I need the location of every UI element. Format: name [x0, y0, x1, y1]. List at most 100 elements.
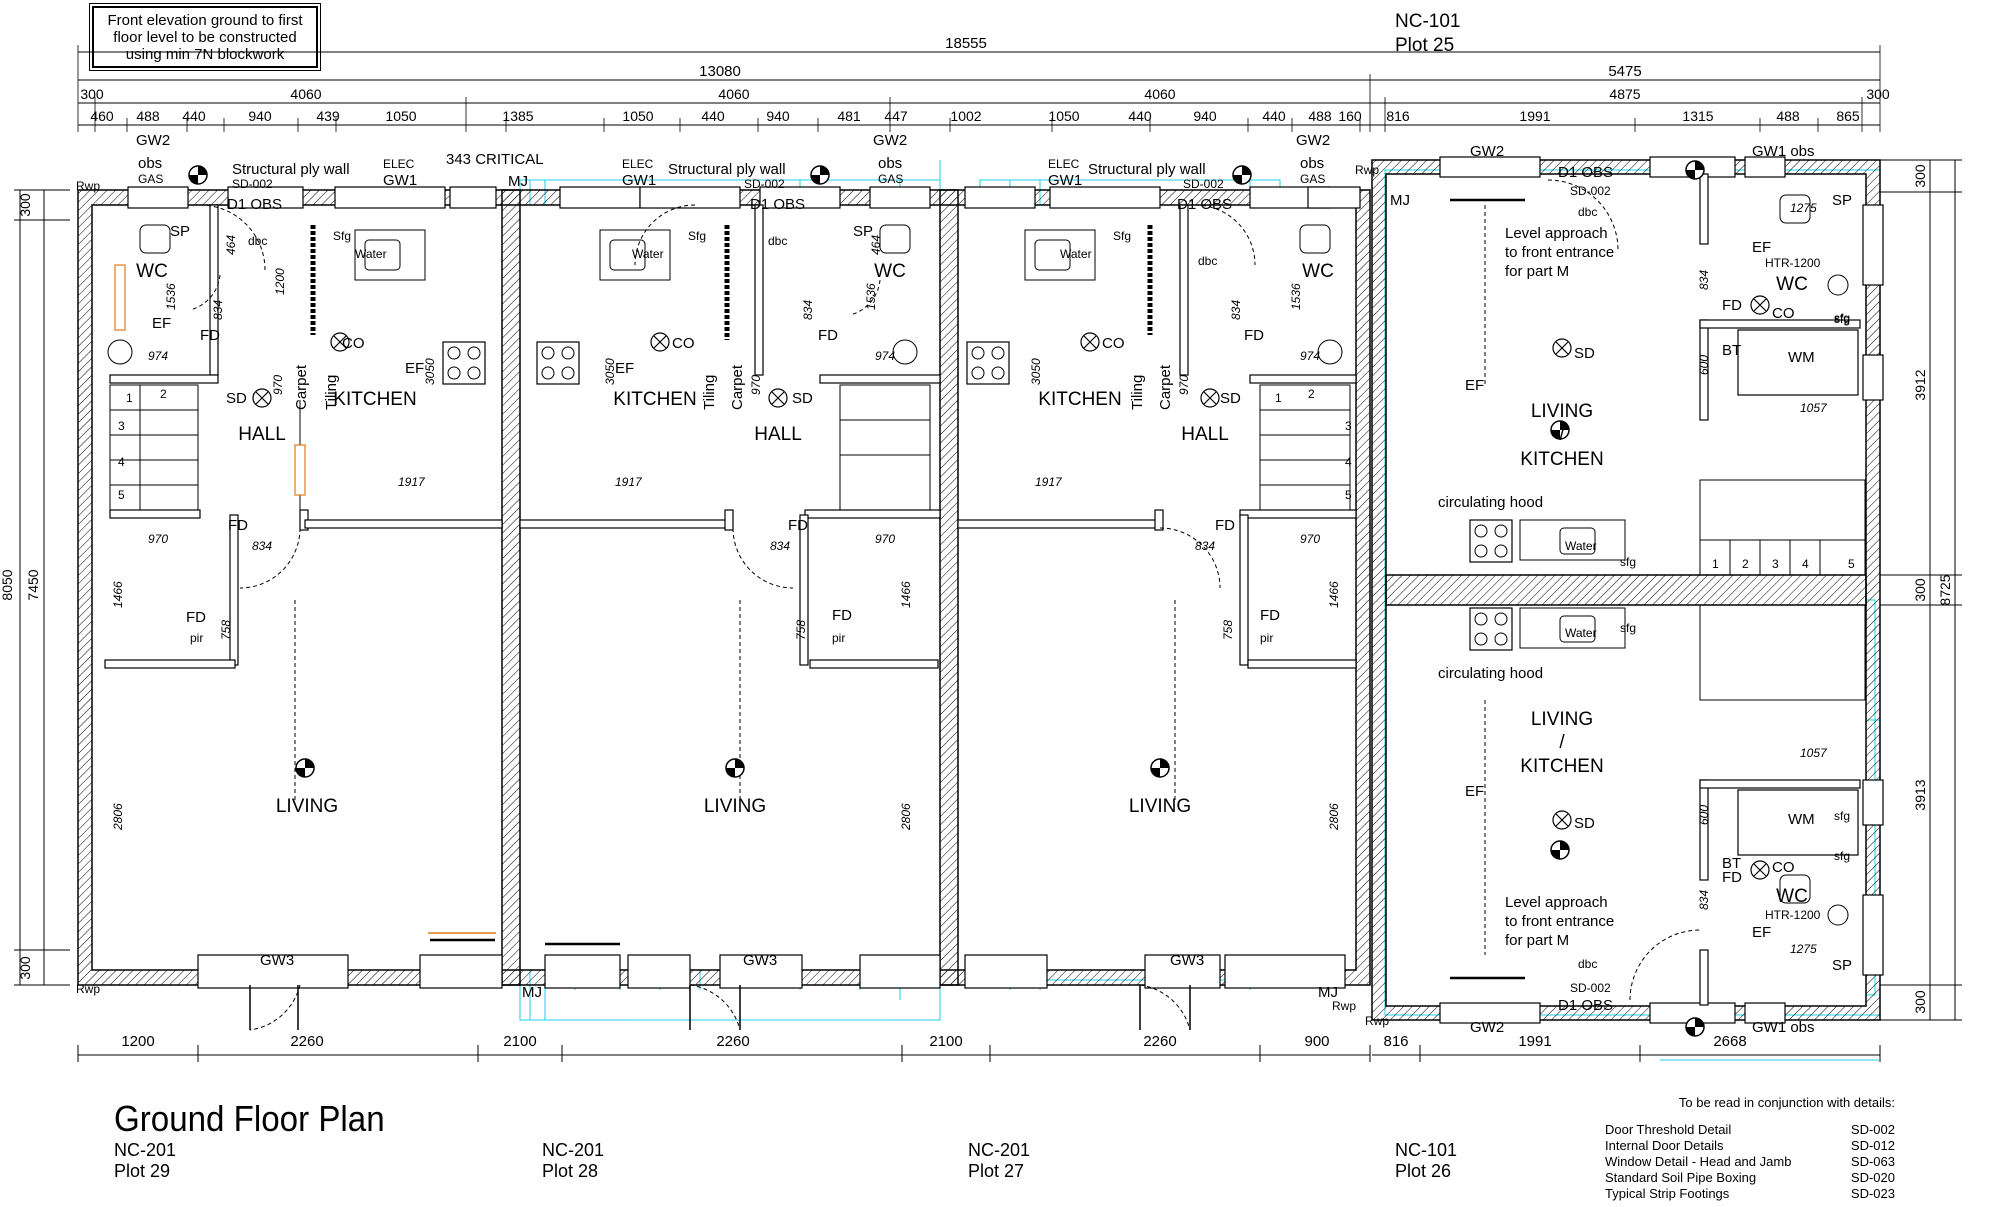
stair-number: 3 [118, 419, 125, 433]
dimension-lines-sides [14, 159, 1962, 1021]
room-dim: 2806 [1327, 803, 1341, 831]
window-glazing [430, 198, 1525, 980]
sp-label: SP [170, 223, 190, 240]
room-dim: 600 [1697, 805, 1711, 825]
critical-label: 343 CRITICAL [446, 151, 544, 168]
sd-label: SD [1220, 390, 1241, 407]
room-dim: 600 [1697, 355, 1711, 375]
gw-label: GW1 [1048, 172, 1082, 189]
dim-text: 300 [17, 956, 33, 980]
gw-label: GW2 [1470, 1019, 1504, 1036]
dim-text: 1200 [121, 1033, 154, 1050]
dim-text: 2100 [929, 1033, 962, 1050]
stair-number: 1 [1275, 391, 1282, 405]
finish-labels: Carpet Carpet Carpet Tiling Tiling Tilin… [293, 364, 1174, 410]
room-dim: 970 [875, 532, 895, 546]
ef-label: EF [1752, 239, 1771, 256]
room-living-kitchen: / [1559, 424, 1565, 445]
dim-text: 4060 [290, 86, 321, 102]
dim-text: 2260 [716, 1033, 749, 1050]
room-wc: WC [1776, 274, 1808, 295]
water-label: Water [632, 247, 664, 261]
dim-text: 300 [1912, 578, 1928, 602]
wm-label: WM [1788, 811, 1815, 828]
ef-label: EF [405, 360, 424, 377]
room-dim: 1200 [273, 268, 287, 295]
sfg-label: sfg [1620, 621, 1636, 635]
structural-ply-walls [310, 225, 1153, 340]
dims-row4: 460 488 440 940 439 1050 1385 1050 440 9… [90, 108, 1860, 124]
plot-type: NC-201 [114, 1140, 177, 1160]
sfg-label: Sfg [688, 229, 706, 243]
room-dim: 834 [1229, 300, 1243, 320]
dbc-label: dbc [248, 234, 267, 248]
sfg-label: sfg [1834, 849, 1850, 863]
dim-text: 1315 [1682, 108, 1713, 124]
sfg-label: sfg [1620, 555, 1636, 569]
room-dim: 1057 [1800, 746, 1828, 760]
bt-label: BT [1722, 855, 1741, 872]
detail-name: Internal Door Details [1605, 1138, 1724, 1153]
fd-label: FD [788, 517, 808, 534]
room-dim: 1917 [1035, 475, 1063, 489]
room-dim: 1536 [164, 283, 178, 310]
room-labels: LIVING LIVING LIVING KITCHEN KITCHEN KIT… [136, 261, 1808, 907]
detail-code: SD-012 [1850, 1138, 1895, 1153]
plot-type: NC-201 [968, 1140, 1031, 1160]
dim-text: 440 [1128, 108, 1152, 124]
detail-code: SD-002 [1850, 1122, 1895, 1137]
room-dim: 970 [749, 375, 763, 395]
dim-text: 1050 [1048, 108, 1079, 124]
dbc-label: dbc [1578, 205, 1597, 219]
carpet-label: Carpet [293, 364, 310, 410]
mj-label: MJ [1390, 192, 1410, 209]
plot-label-26: NC-101 Plot 26 [1395, 1140, 1457, 1182]
room-dim: 970 [271, 375, 285, 395]
bt-label: BT [1722, 342, 1741, 359]
dim-text: 940 [766, 108, 790, 124]
elec-label: ELEC [383, 157, 415, 171]
ef-label: EF [1465, 783, 1484, 800]
dim-right-block: 5475 [1608, 63, 1641, 80]
fd-label: FD [832, 607, 852, 624]
plot-label-28: NC-201 Plot 28 [542, 1140, 604, 1182]
dim-text: 816 [1386, 108, 1410, 124]
sd-ref: SD-002 [744, 177, 785, 191]
gw-label: GW3 [743, 952, 777, 969]
gas-label: GAS [878, 172, 903, 186]
approach-label: to front entrance [1505, 913, 1614, 930]
room-living-kitchen: KITCHEN [1520, 449, 1603, 470]
sfg-label: sfg [1834, 311, 1850, 325]
room-kitchen: KITCHEN [613, 389, 696, 410]
dim-text: 1385 [502, 108, 533, 124]
block-ref: NC-101 [1395, 11, 1460, 32]
room-living-kitchen: LIVING [1531, 709, 1593, 730]
details-header: To be read in conjunction with details: [1678, 1095, 1895, 1110]
room-kitchen: KITCHEN [1038, 389, 1121, 410]
dim-text: 440 [182, 108, 206, 124]
room-dim: 834 [211, 300, 225, 320]
room-dim: 1466 [899, 581, 913, 608]
room-kitchen: KITCHEN [333, 389, 416, 410]
dim-text: 488 [136, 108, 160, 124]
d1obs-label: D1 OBS [227, 196, 282, 213]
room-living: LIVING [1129, 796, 1191, 817]
detail-name: Window Detail - Head and Jamb [1605, 1154, 1792, 1169]
dim-text: 2260 [290, 1033, 323, 1050]
fd-label: FD [200, 327, 220, 344]
gw-label: GW1 [622, 172, 656, 189]
gw-label: GW2 [873, 132, 907, 149]
elec-label: ELEC [622, 157, 654, 171]
stair-number: 3 [1772, 557, 1779, 571]
rwp-label: Rwp [1332, 999, 1356, 1013]
carpet-label: Carpet [1157, 364, 1174, 410]
fd-label: FD [1215, 517, 1235, 534]
stair-number: 2 [1308, 387, 1315, 401]
dim-text: 1991 [1519, 108, 1550, 124]
detail-code: SD-020 [1850, 1170, 1895, 1185]
room-wc: WC [1302, 261, 1334, 282]
room-dim: 834 [1697, 890, 1711, 910]
